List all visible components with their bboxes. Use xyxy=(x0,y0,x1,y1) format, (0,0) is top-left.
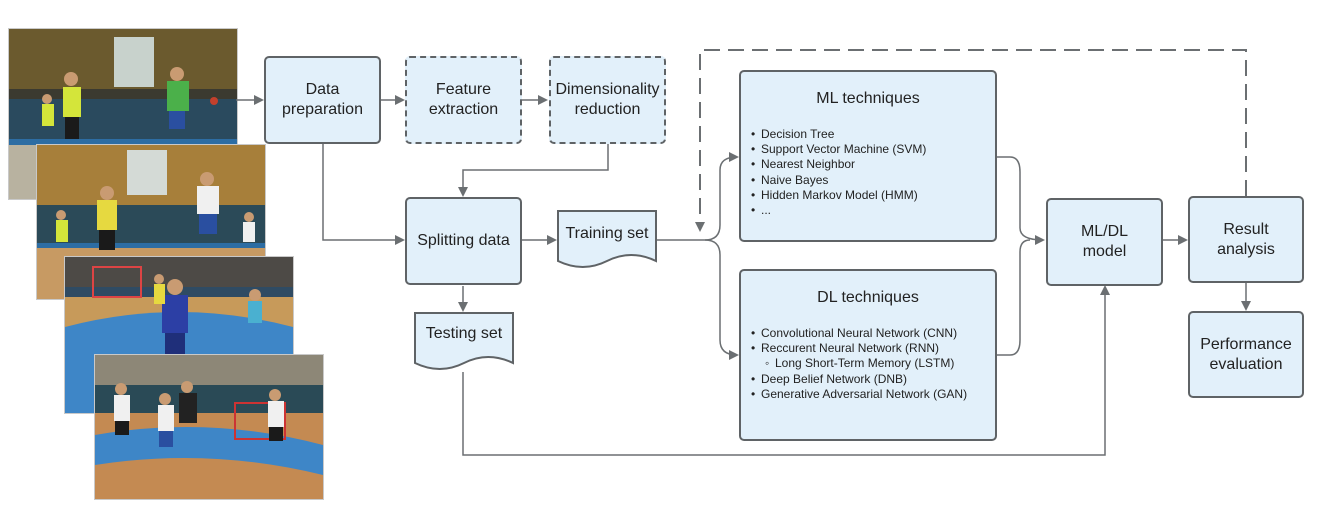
dl-technique-item: Generative Adversarial Network (GAN) xyxy=(751,387,967,402)
splitting-data-box: Splitting data xyxy=(405,197,522,285)
dl-technique-item: Deep Belief Network (DNB) xyxy=(751,372,967,387)
dimensionality-reduction-box: Dimensionality reduction xyxy=(549,56,666,144)
result-analysis-label: Result analysis xyxy=(1217,220,1275,258)
dimensionality-reduction-label: Dimensionality reduction xyxy=(555,81,660,118)
result-analysis-box: Result analysis xyxy=(1188,196,1304,283)
ml-technique-item: Nearest Neighbor xyxy=(751,157,926,172)
handball-photo-4 xyxy=(94,354,324,500)
arrow-training-to-dl xyxy=(704,239,739,360)
feature-extraction-label: Feature extraction xyxy=(428,81,499,118)
training-set-document: Training set xyxy=(556,209,658,271)
splitting-data-label: Splitting data xyxy=(417,232,510,249)
dl-techniques-list: Convolutional Neural Network (CNN) Reccu… xyxy=(751,326,967,402)
arrow-training-to-ml xyxy=(657,152,739,241)
testing-set-label: Testing set xyxy=(425,325,503,342)
ml-dl-model-box: ML/DL model xyxy=(1046,198,1163,286)
ml-technique-item: Hidden Markov Model (HMM) xyxy=(751,188,926,203)
arrow-testing-to-model xyxy=(462,285,1110,456)
ml-technique-item: ... xyxy=(751,203,926,218)
ml-techniques-list: Decision Tree Support Vector Machine (SV… xyxy=(751,127,926,218)
arrow-ml-to-model xyxy=(996,156,1045,245)
testing-set-shape xyxy=(414,312,514,370)
training-set-label: Training set xyxy=(565,225,649,242)
dl-technique-item: Reccurent Neural Network (RNN) xyxy=(751,341,967,356)
dl-technique-subitem: Long Short-Term Memory (LSTM) xyxy=(751,356,967,371)
ml-dl-model-label: ML/DL model xyxy=(1080,223,1129,260)
performance-evaluation-label: Performance evaluation xyxy=(1200,335,1292,373)
training-set-shape xyxy=(557,210,657,268)
dl-techniques-box: DL techniques Convolutional Neural Netwo… xyxy=(739,269,997,441)
handball-photo-4-image xyxy=(95,355,323,499)
dl-technique-item: Convolutional Neural Network (CNN) xyxy=(751,326,967,341)
ml-techniques-title: ML techniques xyxy=(816,90,920,107)
testing-set-document: Testing set xyxy=(413,311,515,373)
ml-technique-item: Decision Tree xyxy=(751,127,926,142)
arrow-dl-to-model xyxy=(996,239,1031,356)
feature-extraction-box: Feature extraction xyxy=(405,56,522,144)
data-preparation-box: Data preparation xyxy=(264,56,381,144)
dl-techniques-title: DL techniques xyxy=(817,289,919,306)
ml-technique-item: Support Vector Machine (SVM) xyxy=(751,142,926,157)
arrow-dimensionality-to-splitting xyxy=(458,144,609,197)
ml-techniques-box: ML techniques Decision Tree Support Vect… xyxy=(739,70,997,242)
performance-evaluation-box: Performance evaluation xyxy=(1188,311,1304,398)
data-preparation-label: Data preparation xyxy=(282,81,363,118)
ml-technique-item: Naive Bayes xyxy=(751,173,926,188)
arrow-data-prep-to-splitting xyxy=(322,144,405,245)
feedback-loop-dashed xyxy=(695,49,1247,232)
